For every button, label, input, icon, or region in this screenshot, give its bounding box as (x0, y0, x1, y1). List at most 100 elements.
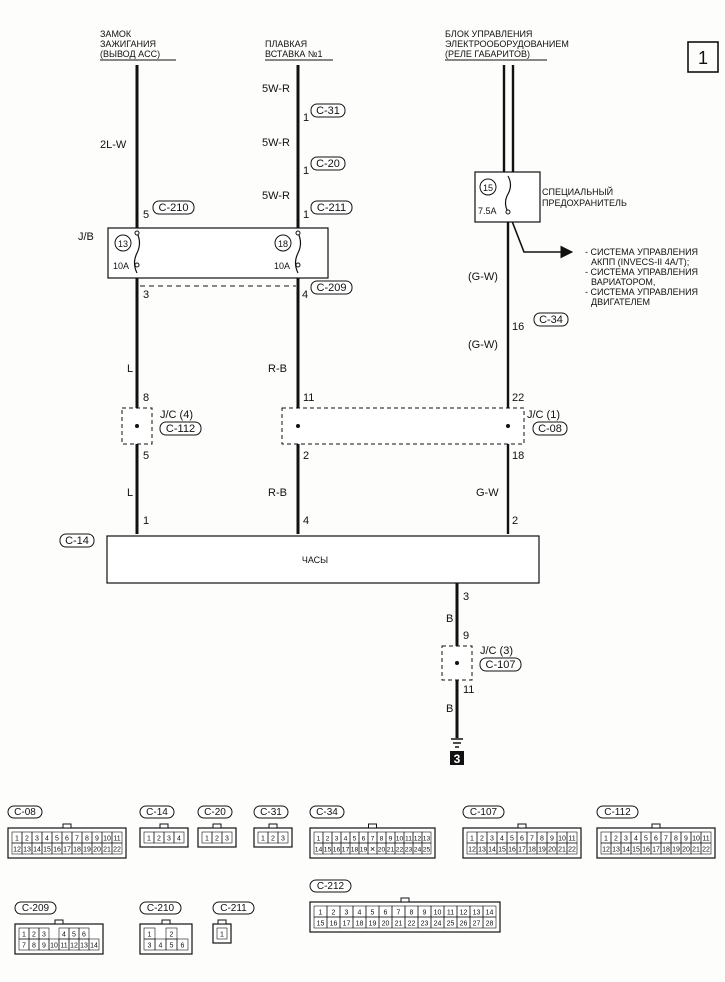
pin-number: 16 (512, 321, 524, 333)
pin-cell: 16 (333, 847, 341, 854)
pin-cell: 25 (423, 847, 431, 854)
connector-view-label: C-112 (604, 807, 631, 818)
pin-cell: 5 (170, 943, 174, 950)
wire-color: R-B (268, 487, 287, 499)
wire-color: G-W (476, 487, 499, 499)
pin-number: 18 (512, 450, 524, 462)
source-label: БЛОК УПРАВЛЕНИЯ (445, 29, 532, 39)
pin-cell: 4 (177, 836, 181, 843)
branch-line: ВАРИАТОРОМ, (591, 277, 655, 287)
pin-number: 1 (303, 112, 309, 124)
connector-tag-c211: C-211 (310, 200, 353, 215)
pin-cell: 23 (405, 847, 413, 854)
branch-line: - СИСТЕМА УПРАВЛЕНИЯ (585, 287, 698, 297)
pin-cell: 3 (35, 836, 39, 843)
wire-color: 5W-R (262, 190, 290, 202)
connector-tag-c08: C-08 (532, 421, 568, 436)
source-label: ПЛАВКАЯ (265, 39, 307, 49)
pin-number: 5 (143, 209, 149, 221)
pin-number: 2 (512, 515, 518, 527)
pin-cell: 11 (447, 910, 454, 917)
connector-tag-text: C-209 (317, 282, 347, 294)
pin-cell: 4 (159, 943, 163, 950)
connector-view-label: C-31 (260, 807, 282, 818)
pin-cell: 16 (53, 847, 61, 854)
pin-cell: 22 (702, 847, 710, 854)
pin-cell: 12 (414, 836, 422, 843)
pin-cell: 1 (220, 932, 224, 939)
pin-number: 11 (463, 684, 474, 696)
pin-number: 3 (463, 591, 469, 603)
pin-cell: 9 (423, 910, 427, 917)
branch-arrow (509, 215, 574, 259)
pin-cell: 7 (664, 836, 668, 843)
pin-cell: 18 (662, 847, 670, 854)
pin-cell: 6 (65, 836, 69, 843)
source-label: ЗАМОК (100, 29, 132, 39)
pin-cell: 15 (498, 847, 506, 854)
pin-cell: 2 (480, 836, 484, 843)
pin-cell: 4 (358, 910, 362, 917)
pin-number: 1 (143, 515, 149, 527)
pin-cell: 6 (362, 836, 366, 843)
pin-cell: 2 (215, 836, 219, 843)
pin-cell: 4 (634, 836, 638, 843)
pin-number: 22 (512, 392, 524, 404)
wire-color: R-B (268, 363, 287, 375)
pin-cell: 1 (147, 836, 151, 843)
pin-cell: 6 (654, 836, 658, 843)
pin-number: 2 (303, 450, 309, 462)
pin-cell: 2 (25, 836, 29, 843)
pin-cell: 27 (473, 921, 481, 928)
pin-cell: 14 (486, 910, 494, 917)
pin-cell: 2 (614, 836, 618, 843)
pin-cell: 19 (672, 847, 680, 854)
pin-number: 4 (303, 515, 309, 527)
pin-cell: 11 (113, 836, 120, 843)
pin-number: 3 (143, 289, 149, 301)
branch-line: ДВИГАТЕЛЕМ (591, 297, 650, 307)
pin-number: 11 (303, 392, 314, 404)
connector-tag-c209: C-209 (310, 280, 353, 295)
pin-cell: 9 (389, 836, 393, 843)
pin-number: 1 (303, 165, 309, 177)
branch-line: АКПП (INVECS-II 4A/T); (591, 257, 689, 267)
pin-cell: 9 (42, 943, 46, 950)
pin-cell: 8 (85, 836, 89, 843)
pin-cell: 3 (345, 910, 349, 917)
pin-cell: 19 (83, 847, 91, 854)
connector-view-label: C-14 (146, 807, 168, 818)
ground-point-marker (450, 751, 464, 765)
pin-cell: 6 (384, 910, 388, 917)
pin-cell: 19 (538, 847, 546, 854)
pin-cell: 4 (45, 836, 49, 843)
pin-cell: 20 (378, 847, 386, 854)
source-ignition-switch: ЗАМОК ЗАЖИГАНИЯ (ВЫВОД ACC) (100, 29, 176, 61)
special-fuse-label: ПРЕДОХРАНИТЕЛЬ (542, 198, 627, 208)
joint-connector-3-label: J/C (3) (480, 645, 513, 657)
special-fuse-number: 15 (483, 183, 493, 193)
source-etacs: БЛОК УПРАВЛЕНИЯ ЭЛЕКТРООБОРУДОВАНИЕМ (РЕ… (445, 29, 569, 61)
pin-cell: 8 (674, 836, 678, 843)
pin-cell: 21 (692, 847, 700, 854)
pin-number: 5 (143, 450, 149, 462)
pin-cell: 14 (622, 847, 630, 854)
pin-cell: 10 (396, 836, 404, 843)
fuse-13: 13 10A (113, 230, 141, 274)
junction-block (107, 227, 329, 279)
pin-cell: 3 (281, 836, 285, 843)
pin-cell: 21 (387, 847, 395, 854)
pin-cell: 11 (60, 943, 67, 950)
pin-cell: 1 (261, 836, 265, 843)
connector-view-label: C-210 (147, 903, 175, 914)
pin-cell: 14 (315, 847, 323, 854)
pin-cell: 2 (326, 836, 330, 843)
branch-destinations: - СИСТЕМА УПРАВЛЕНИЯ АКПП (INVECS-II 4A/… (585, 247, 698, 307)
pin-cell: 10 (434, 910, 442, 917)
pin-cell: 2 (170, 932, 174, 939)
pin-cell: 1 (319, 910, 323, 917)
